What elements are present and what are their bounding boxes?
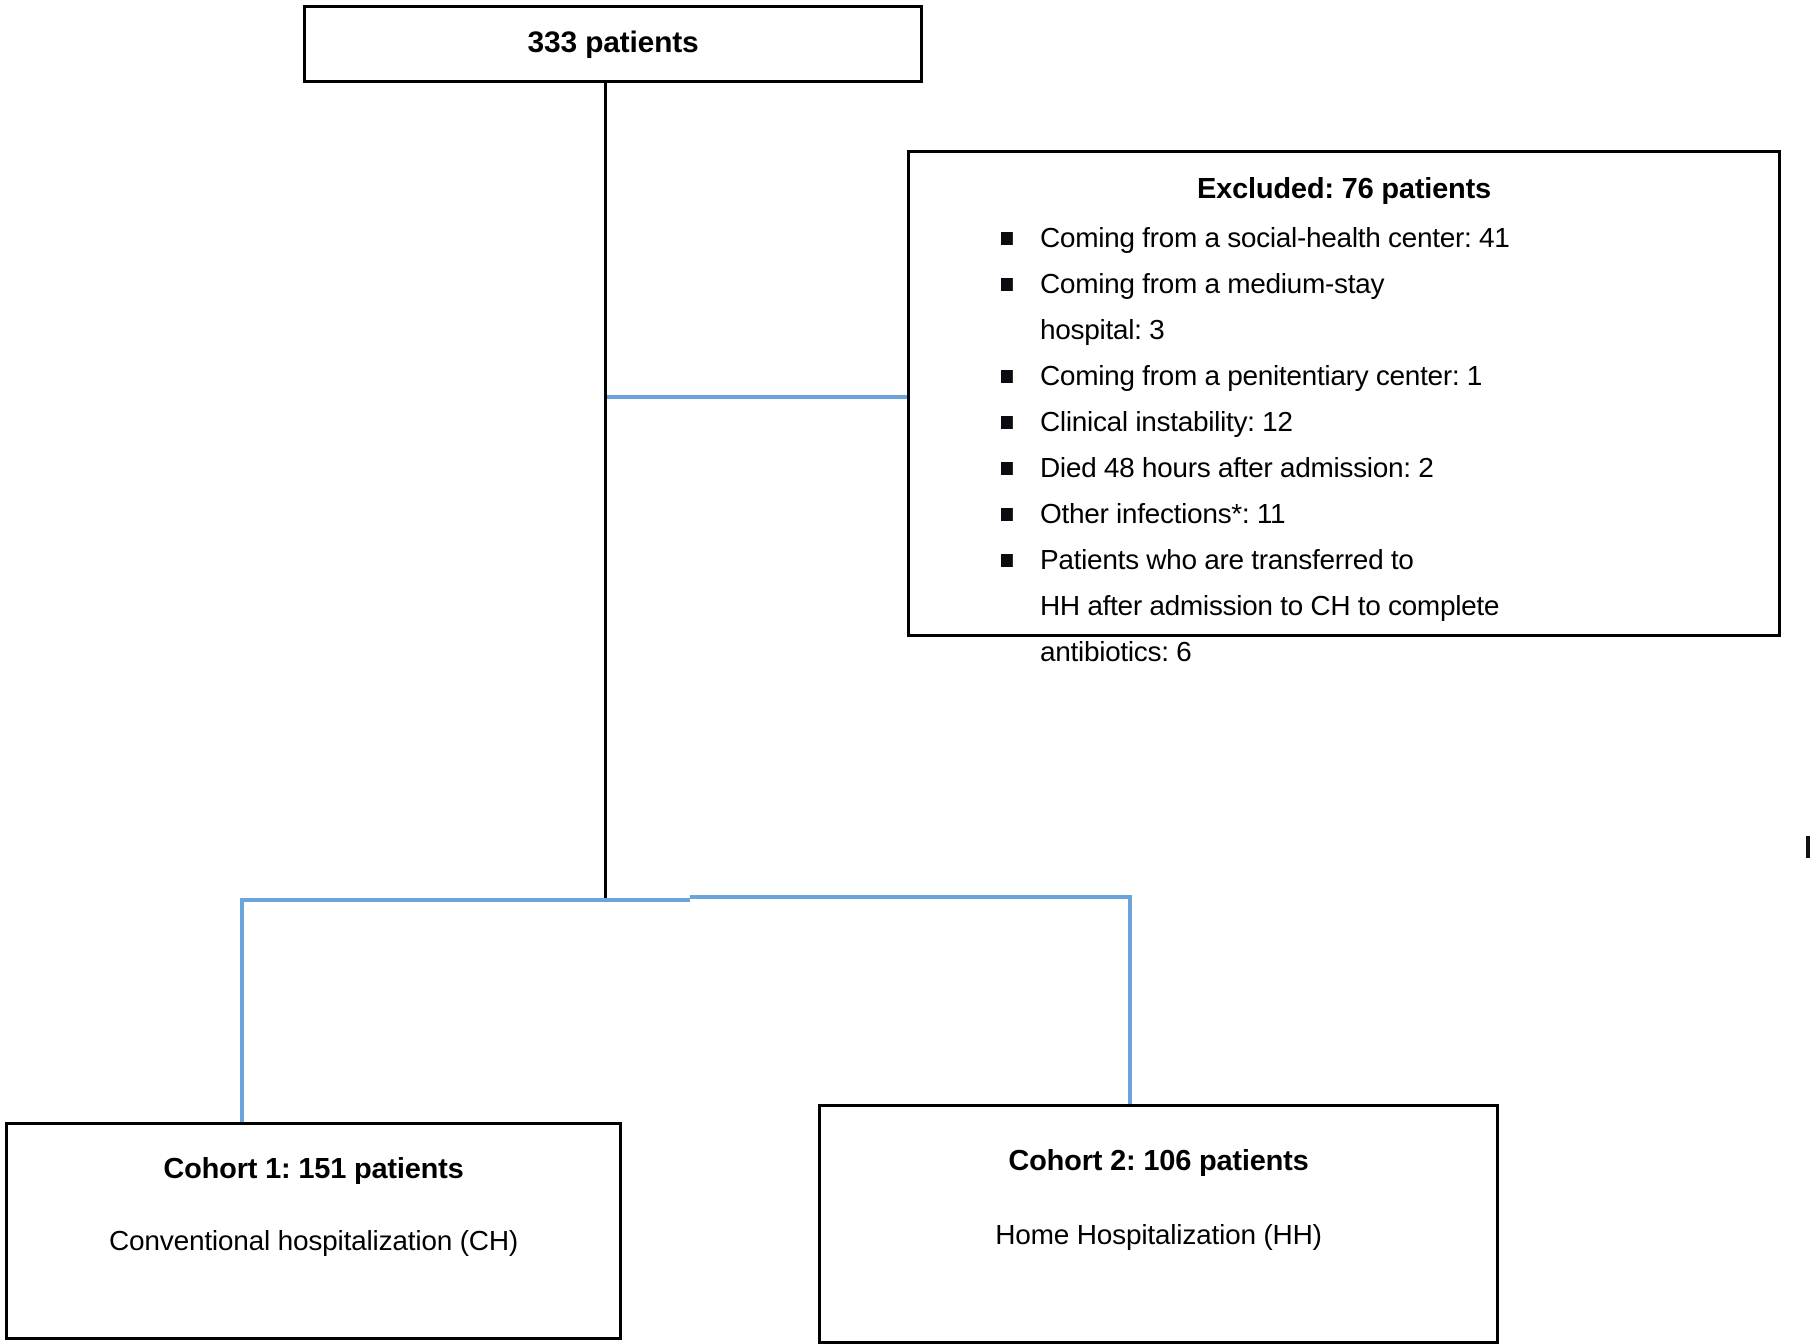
list-item: Coming from a penitentiary center: 1	[982, 353, 1768, 399]
cohort-1-title: Cohort 1: 151 patients	[163, 1153, 464, 1185]
list-item-label: Other infections*: 11	[1040, 498, 1286, 529]
list-item-label: Coming from a medium-stay	[1040, 268, 1385, 299]
node-cohort-1: Cohort 1: 151 patients Conventional hosp…	[5, 1122, 622, 1340]
connector-split-left	[240, 898, 690, 902]
list-item-label: Coming from a penitentiary center: 1	[1040, 360, 1483, 391]
bullet-square-icon	[1001, 462, 1012, 475]
connector-drop-cohort2	[1128, 895, 1132, 1104]
list-item: Clinical instability: 12	[982, 399, 1768, 445]
cohort-2-title: Cohort 2: 106 patients	[1008, 1145, 1309, 1177]
list-item-label: Clinical instability: 12	[1040, 406, 1293, 437]
bullet-square-icon	[1001, 508, 1012, 521]
list-item: Died 48 hours after admission: 2	[982, 445, 1768, 491]
list-item: Coming from a social-health center: 41	[982, 215, 1768, 261]
list-item-label: Coming from a social-health center: 41	[1040, 222, 1510, 253]
total-patients-label: 333 patients	[527, 26, 699, 59]
connector-split-right	[690, 895, 1132, 899]
bullet-square-icon	[1001, 370, 1012, 383]
connector-trunk-upper	[604, 83, 607, 397]
connector-trunk-lower	[604, 397, 607, 898]
bullet-square-icon	[1001, 416, 1012, 429]
list-item-continuation: antibiotics: 6	[1040, 636, 1192, 667]
bullet-square-icon	[1001, 232, 1012, 245]
cohort-2-subtitle: Home Hospitalization (HH)	[995, 1219, 1322, 1250]
bullet-square-icon	[1001, 278, 1012, 291]
list-item: Patients who are transferred to	[982, 537, 1768, 583]
list-item-label: Died 48 hours after admission: 2	[1040, 452, 1434, 483]
excluded-title: Excluded: 76 patients	[1197, 173, 1491, 205]
list-item-continuation: HH after admission to CH to complete	[1040, 590, 1500, 621]
cohort-1-subtitle: Conventional hospitalization (CH)	[109, 1225, 518, 1256]
connector-to-excluded	[607, 395, 907, 399]
node-excluded: Excluded: 76 patients Coming from a soci…	[907, 150, 1781, 667]
node-total-patients: 333 patients	[303, 5, 923, 83]
exclusion-reason-list: Coming from a social-health center: 41 C…	[982, 215, 1768, 675]
connector-drop-cohort1	[240, 898, 244, 1122]
list-item: Coming from a medium-stay	[982, 261, 1768, 307]
list-item-label: Patients who are transferred to	[1040, 544, 1414, 575]
stray-tick-mark	[1806, 836, 1810, 858]
list-item-continuation: hospital: 3	[1040, 314, 1165, 345]
node-cohort-2: Cohort 2: 106 patients Home Hospitalizat…	[818, 1104, 1499, 1344]
bullet-square-icon	[1001, 554, 1012, 567]
list-item: Other infections*: 11	[982, 491, 1768, 537]
